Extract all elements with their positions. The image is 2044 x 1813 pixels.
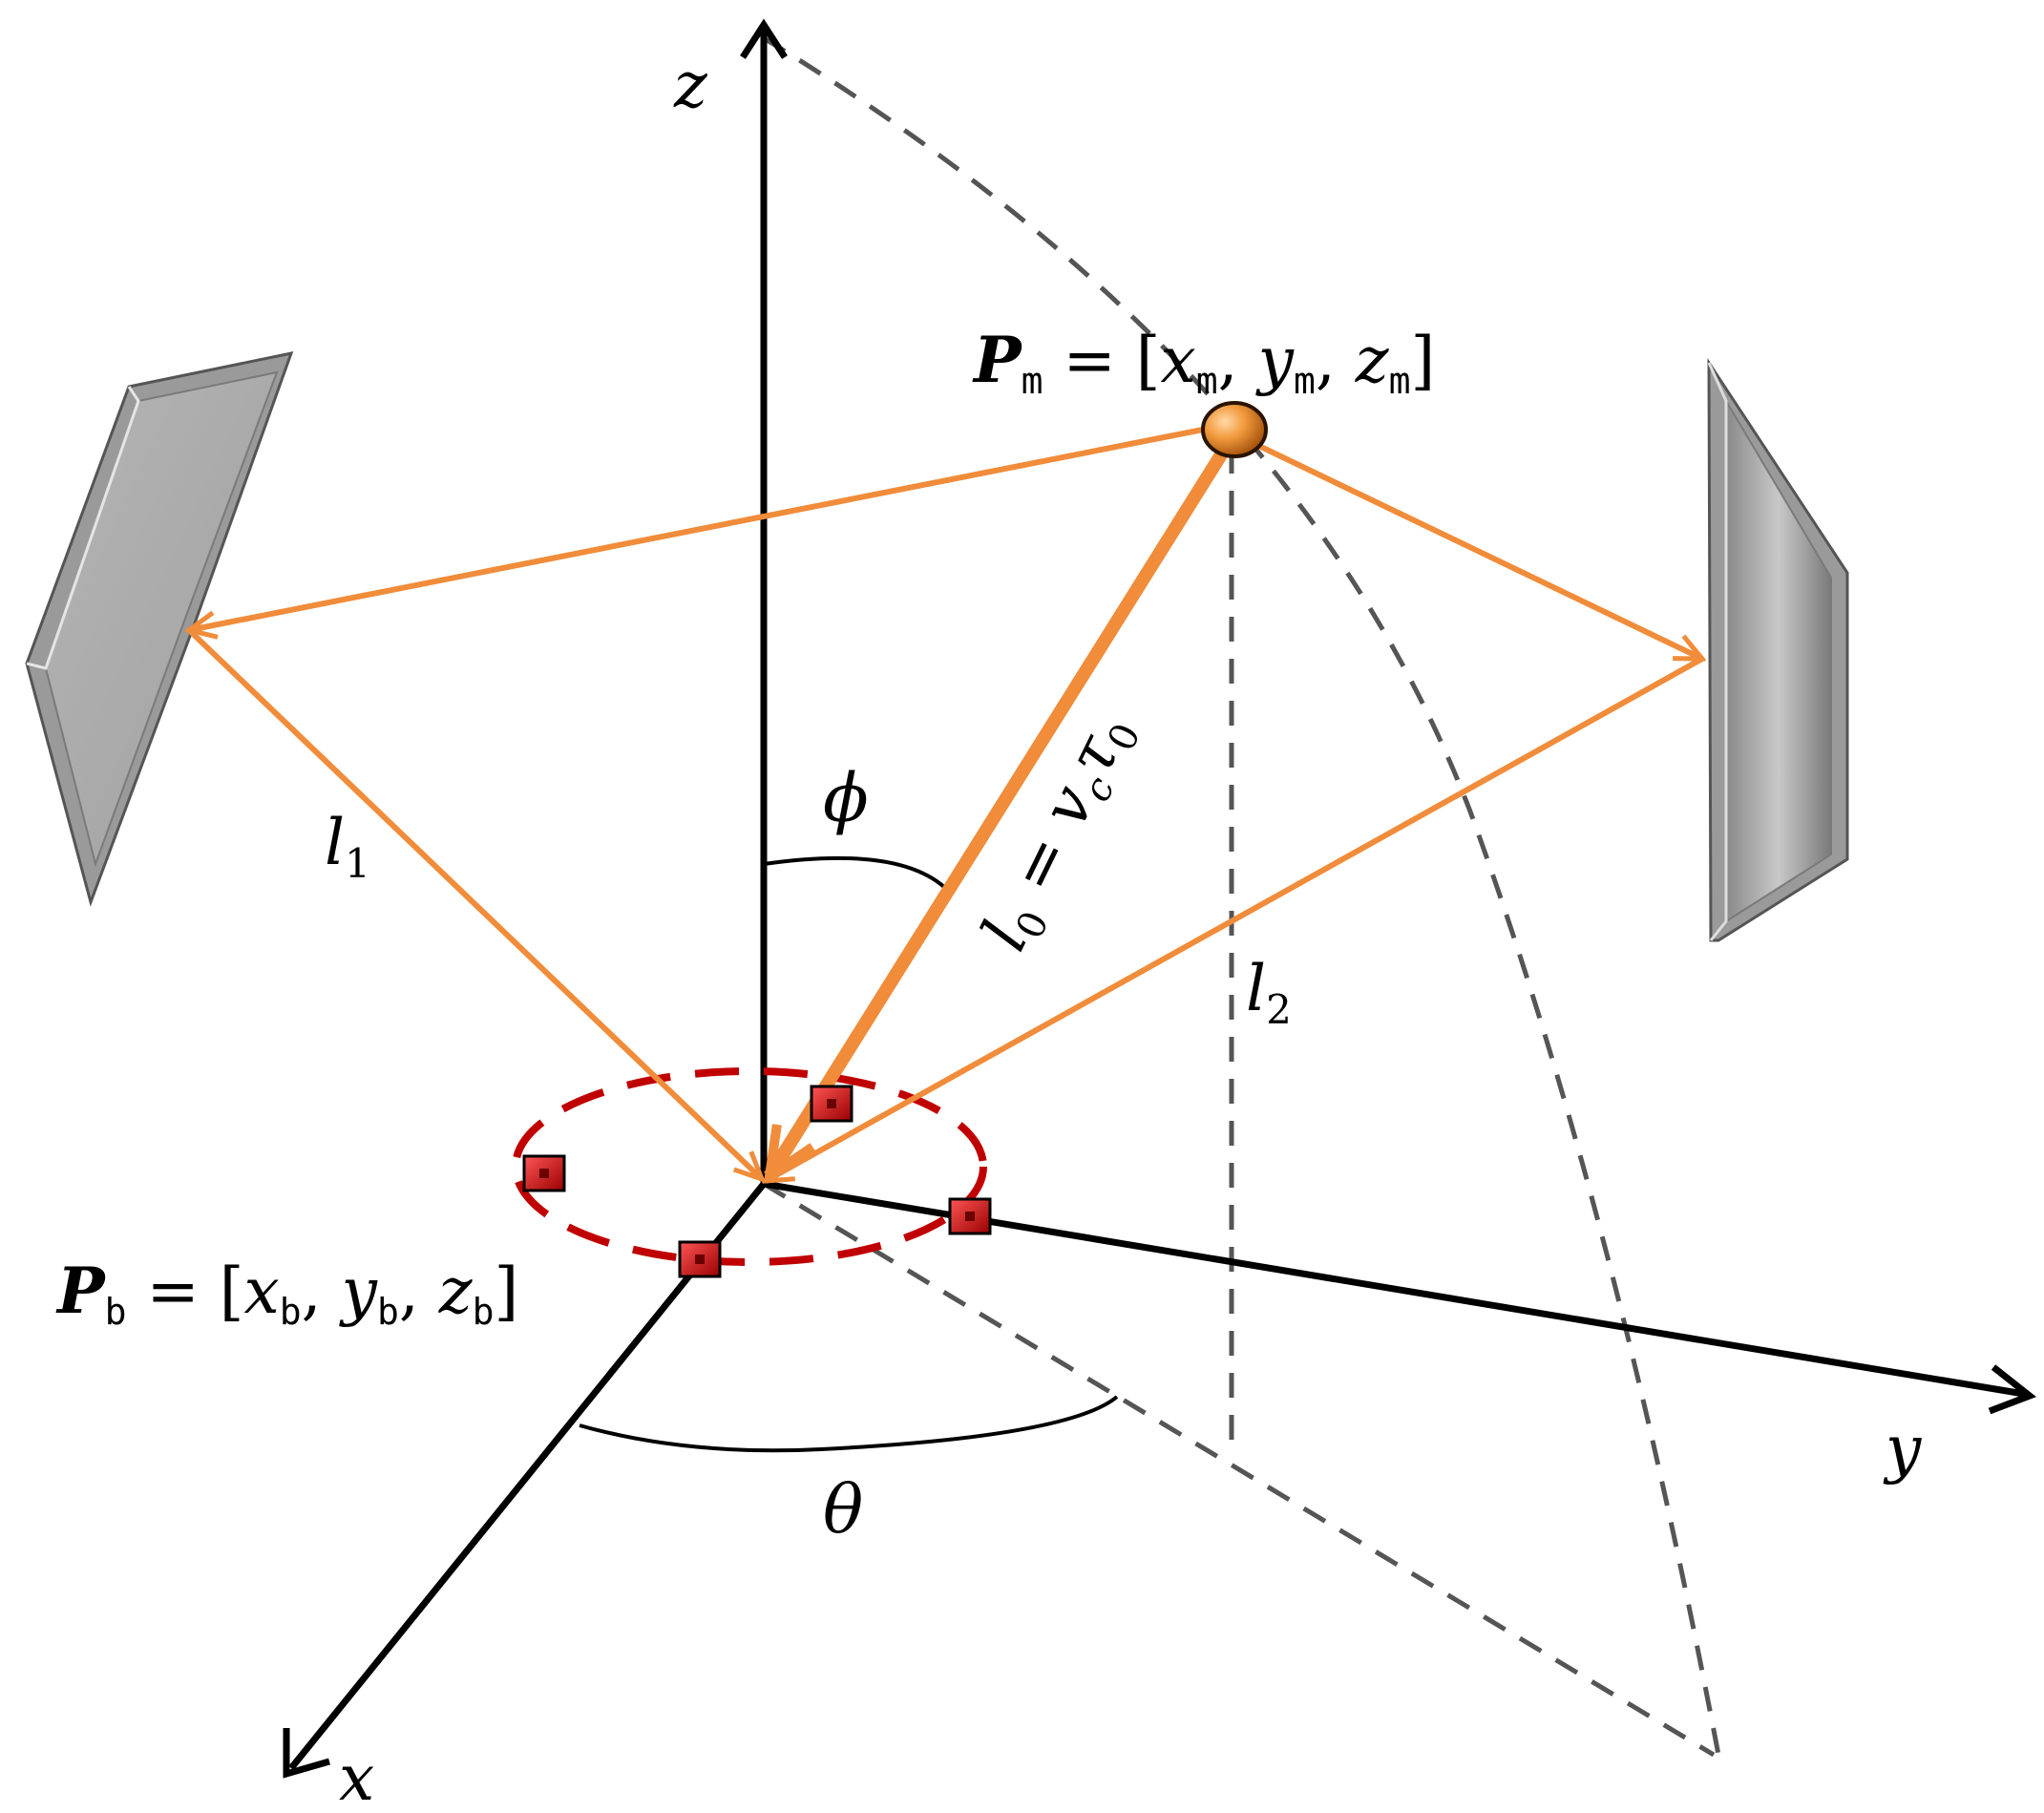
x-axis-label: x	[339, 1741, 374, 1813]
theta-angle-arc	[579, 1395, 1119, 1453]
signal-paths	[186, 425, 1704, 1181]
pb-equation: Pb = [xb, yb, zb]	[55, 1254, 518, 1333]
l2-label: l2	[1246, 952, 1292, 1033]
azimuth-projection-line	[762, 1181, 1716, 1758]
sensor	[948, 1197, 992, 1235]
path-l1-left-reflector-to-base	[186, 627, 762, 1179]
l1-label: l1	[325, 806, 370, 887]
sensor	[678, 1240, 722, 1278]
svg-text:l0 = vcτ0: l0 = vcτ0	[967, 702, 1149, 964]
y-axis-label: y	[1883, 1412, 1922, 1486]
mobile-node-sphere	[1201, 401, 1268, 458]
sensor-ring	[512, 1067, 987, 1266]
guide-lines	[762, 35, 1721, 1758]
sensors	[522, 1085, 992, 1278]
z-axis-label: z	[673, 49, 708, 122]
l0-equation: l0 = vcτ0	[967, 702, 1149, 964]
sensor	[810, 1085, 853, 1123]
left-reflector	[25, 350, 294, 907]
x-axis-arrowhead	[283, 1728, 330, 1779]
theta-label: θ	[823, 1470, 863, 1549]
right-reflector	[1707, 357, 1849, 942]
path-mobile-to-left-reflector	[189, 425, 1213, 630]
z-axis-arrowhead	[740, 18, 788, 59]
x-axis	[288, 1181, 767, 1771]
y-axis-arrowhead	[1988, 1364, 2037, 1415]
phi-angle-arc	[763, 855, 947, 890]
pm-equation: Pm = [xm, ym, zm]	[972, 323, 1435, 402]
elevation-dashed-arc	[762, 35, 1721, 1756]
sensor	[522, 1154, 566, 1192]
path-mobile-to-right-reflector	[1239, 434, 1702, 662]
path-l0-direct	[769, 437, 1235, 1176]
path-l2-right-reflector-to-base	[766, 656, 1704, 1181]
phi-label: ϕ	[823, 759, 869, 837]
